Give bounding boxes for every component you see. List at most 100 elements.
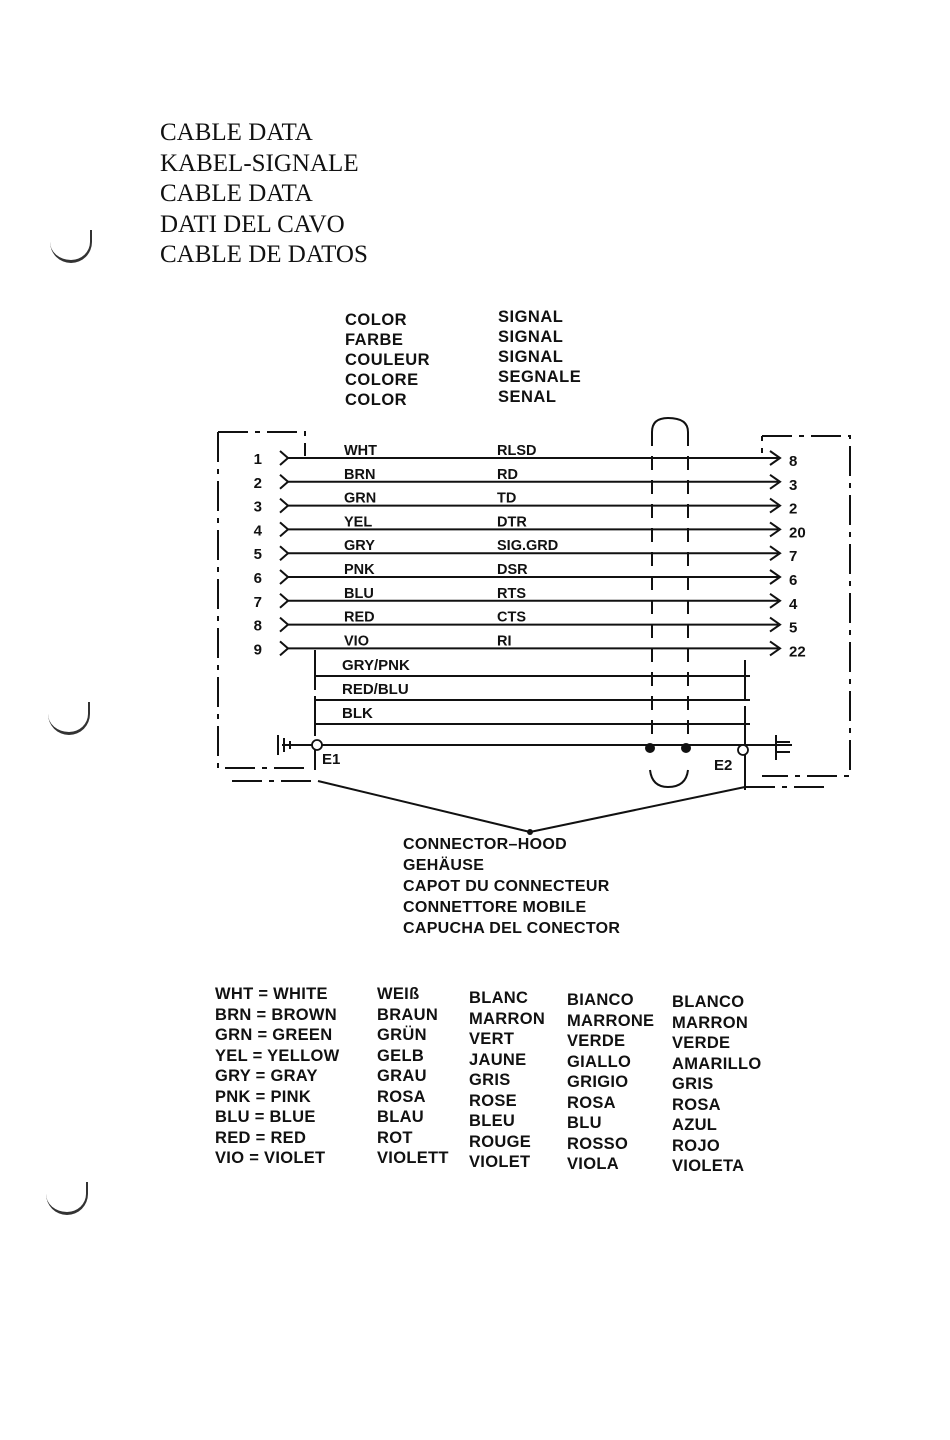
- legend-cell: VIOLETT: [377, 1149, 449, 1167]
- wire-color-label: GRY: [344, 538, 375, 554]
- legend-cell: ROSE: [469, 1091, 517, 1110]
- legend-abbreviations-column: WHT = WHITE BRN = BROWN GRN = GREEN YEL …: [215, 984, 339, 1169]
- legend-cell: BLU: [567, 1114, 602, 1132]
- wire-row: 2 BRN RD 3: [254, 467, 798, 494]
- hood-label-line: CONNETTORE MOBILE: [403, 899, 587, 916]
- wire-color-label: WHT: [344, 443, 377, 459]
- left-pin-number: 8: [254, 618, 262, 635]
- legend-cell: AMARILLO: [672, 1054, 762, 1073]
- legend-cell: BLANCO: [672, 993, 745, 1011]
- legend-cell: GRN = GREEN: [215, 1026, 333, 1044]
- legend-cell: GRIS: [469, 1071, 511, 1089]
- pin-arrow-icon: [769, 569, 782, 585]
- wire-signal-label: RD: [497, 467, 518, 483]
- legend-cell: BLAU: [377, 1108, 425, 1126]
- title-line: CABLE DATA: [160, 180, 313, 207]
- signal-header-label: SIGNAL: [498, 308, 564, 326]
- legend-cell: BIANCO: [567, 991, 634, 1009]
- color-header-label: COLOR: [345, 311, 408, 329]
- pin-arrow-icon: [769, 473, 782, 490]
- binder-hole-mark: [48, 702, 90, 735]
- ground-label-e2: E2: [714, 757, 732, 774]
- signal-column-header: SIGNAL SIGNAL SIGNAL SEGNALE SENAL: [498, 307, 581, 407]
- pin-socket-icon: [279, 616, 290, 633]
- wire-signal-label: DSR: [497, 562, 528, 578]
- legend-cell: GRIS: [672, 1075, 714, 1093]
- left-pin-number: 4: [254, 522, 263, 539]
- signal-header-label: SIGNAL: [498, 328, 564, 346]
- pin-arrow-icon: [769, 521, 782, 538]
- legend-cell: ROJO: [672, 1136, 720, 1155]
- pin-arrow-icon: [769, 616, 782, 633]
- legend-cell: BRN = BROWN: [215, 1005, 338, 1024]
- legend-cell: VIOLA: [567, 1155, 619, 1173]
- color-header-label: FARBE: [345, 331, 404, 349]
- legend-cell: AZUL: [672, 1116, 718, 1134]
- wire-color-label: BRN: [344, 467, 375, 483]
- left-pin-number: 1: [254, 451, 262, 468]
- legend-cell: VERDE: [672, 1034, 731, 1052]
- pin-socket-icon: [279, 497, 290, 514]
- spare-wire-label: BLK: [342, 705, 373, 722]
- pin-socket-icon: [279, 569, 290, 585]
- left-pin-number: 7: [254, 594, 262, 611]
- pin-arrow-icon: [769, 545, 782, 562]
- legend-cell: VIO = VIOLET: [215, 1149, 326, 1167]
- wire-color-label: YEL: [344, 514, 372, 530]
- legend-cell: ROT: [377, 1128, 413, 1147]
- legend-italian-column: BIANCO MARRONE VERDE GIALLO GRIGIO ROSA …: [567, 990, 654, 1175]
- hood-label-line: CAPUCHA DEL CONECTOR: [403, 920, 621, 937]
- right-pin-number: 22: [789, 643, 806, 660]
- legend-cell: ROSA: [672, 1095, 721, 1114]
- right-pin-number: 6: [789, 572, 797, 589]
- left-pin-number: 9: [254, 641, 262, 658]
- legend-cell: ROSSO: [567, 1134, 629, 1153]
- legend-cell: YEL = YELLOW: [215, 1046, 340, 1065]
- legend-cell: WEIß: [377, 985, 420, 1003]
- legend-cell: ROUGE: [469, 1132, 532, 1151]
- legend-cell: VIOLETA: [672, 1157, 745, 1175]
- legend-cell: GRAU: [377, 1067, 427, 1085]
- pin-arrow-icon: [769, 497, 782, 514]
- binder-hole-mark: [46, 1182, 88, 1215]
- wire-signal-label: CTS: [497, 610, 526, 626]
- pin-socket-icon: [279, 521, 290, 538]
- legend-cell: MARRON: [672, 1013, 749, 1032]
- legend-cell: GELB: [377, 1046, 425, 1065]
- legend-cell: BLEU: [469, 1112, 516, 1130]
- color-column-header: COLOR FARBE COULEUR COLORE COLOR: [345, 310, 430, 410]
- right-pin-number: 20: [789, 524, 806, 541]
- right-pin-number: 7: [789, 548, 797, 565]
- left-pin-number: 3: [254, 499, 262, 516]
- pin-arrow-icon: [769, 450, 782, 466]
- hood-label-line: CONNECTOR–HOOD: [403, 836, 567, 853]
- legend-cell: PNK = PINK: [215, 1087, 312, 1106]
- legend-cell: MARRONE: [567, 1011, 655, 1030]
- legend-cell: BLANC: [469, 989, 529, 1007]
- legend-cell: BLU = BLUE: [215, 1108, 316, 1126]
- legend-cell: MARRON: [469, 1009, 546, 1028]
- left-pin-number: 2: [254, 475, 262, 492]
- wire-signal-label: TD: [497, 491, 516, 507]
- legend-french-column: BLANC MARRON VERT JAUNE GRIS ROSE BLEU R…: [469, 988, 545, 1173]
- pin-arrow-icon: [769, 640, 782, 657]
- right-pin-number: 2: [789, 501, 797, 518]
- binder-hole-mark: [50, 230, 92, 263]
- legend-cell: WHT = WHITE: [215, 985, 328, 1003]
- legend-cell: BRAUN: [377, 1005, 439, 1024]
- pin-socket-icon: [279, 640, 290, 657]
- legend-cell: GRÜN: [377, 1026, 427, 1044]
- right-pin-number: 3: [789, 477, 797, 494]
- hood-label-line: GEHÄUSE: [403, 857, 485, 874]
- color-header-label: COULEUR: [345, 351, 431, 369]
- legend-cell: JAUNE: [469, 1050, 527, 1069]
- legend-cell: VERDE: [567, 1032, 626, 1050]
- legend-cell: ROSA: [377, 1087, 426, 1106]
